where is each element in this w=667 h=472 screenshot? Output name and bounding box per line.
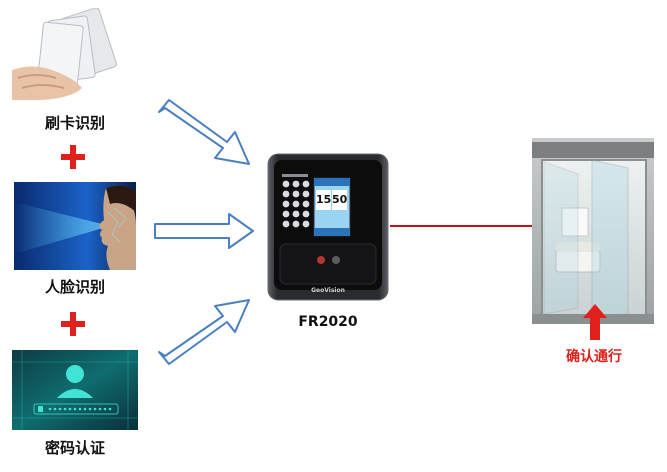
password-image bbox=[12, 350, 138, 430]
door-image bbox=[532, 138, 654, 324]
face-recognition-image bbox=[14, 182, 136, 270]
password-label: 密码认证 bbox=[44, 439, 105, 457]
arrow-face-to-device bbox=[153, 212, 255, 250]
face-recognition-label: 人脸识别 bbox=[44, 278, 105, 296]
connector-line bbox=[390, 225, 532, 227]
device-time-minutes: 50 bbox=[332, 193, 348, 206]
device-time-hours: 15 bbox=[316, 193, 332, 206]
card-swipe-image bbox=[12, 8, 138, 100]
device-model-label: FR2020 bbox=[298, 314, 358, 330]
device-brand-logo: GeoVision bbox=[311, 287, 345, 294]
door-label: 确认通行 bbox=[566, 349, 622, 365]
up-arrow-icon bbox=[583, 304, 607, 340]
arrow-card-to-device bbox=[155, 98, 255, 170]
plus-icon bbox=[61, 145, 85, 169]
card-swipe-label: 刷卡识别 bbox=[44, 114, 105, 132]
arrow-password-to-device bbox=[155, 294, 255, 366]
access-device: 15 50 GeoVision bbox=[266, 152, 390, 302]
plus-icon bbox=[61, 312, 85, 336]
